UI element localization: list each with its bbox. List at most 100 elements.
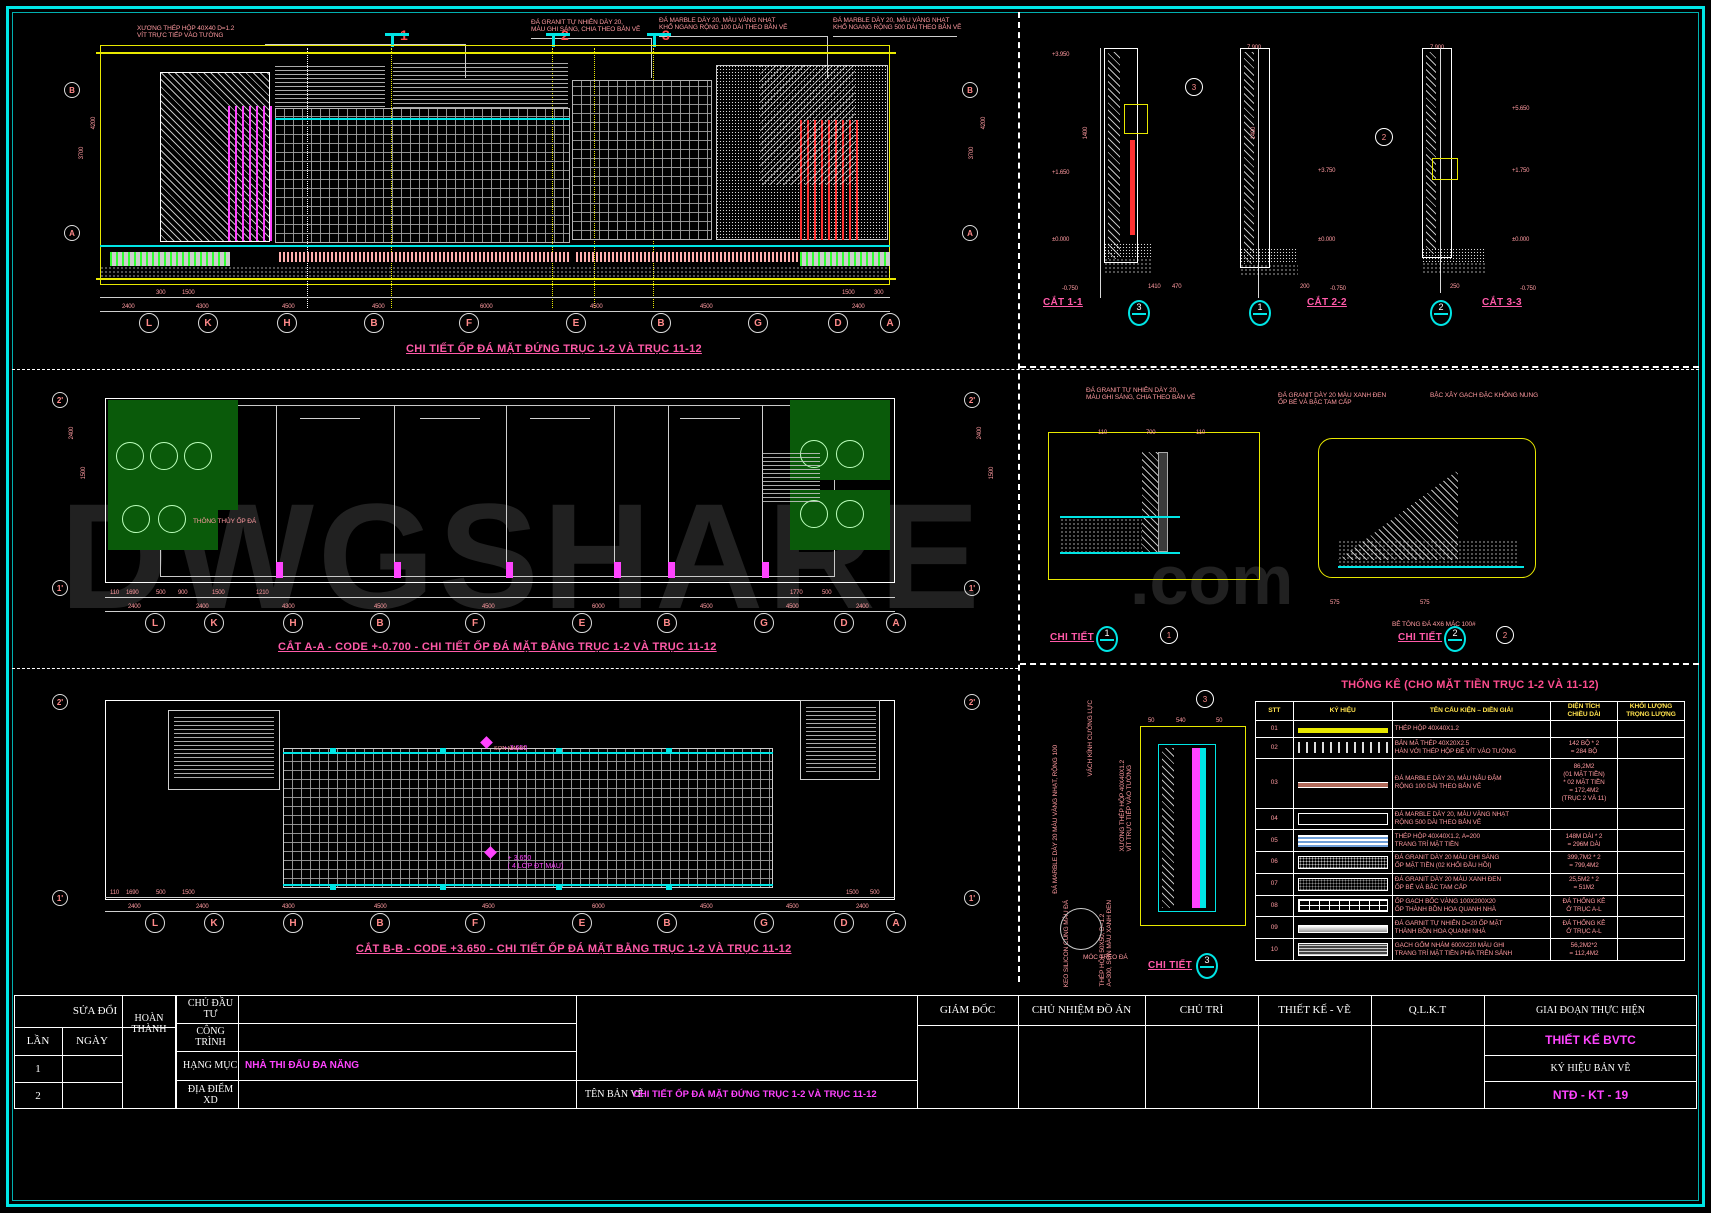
grid-bubble: A	[886, 613, 906, 633]
dim-value: 2400	[128, 904, 141, 910]
shrub-icon	[836, 500, 864, 528]
stair-hatch-left	[174, 716, 274, 778]
stats-cell-name: ỐP GẠCH BỐC VÀNG 100X200X20 ỐP THÀNH BỒN…	[1391, 894, 1551, 918]
stats-cell-area	[1549, 807, 1618, 831]
bubble-number: 3	[1204, 955, 1210, 965]
shrub-icon	[184, 442, 212, 470]
tb-line	[1145, 995, 1146, 1109]
grid-bubble: F	[465, 913, 485, 933]
section-arrow	[385, 33, 409, 36]
grid-bubble: D	[834, 913, 854, 933]
tb-drawing-name-value: CHI TIẾT ỐP ĐÁ MẶT ĐỨNG TRỤC 1-2 VÀ TRỤC…	[633, 1089, 877, 1100]
stair-plan	[762, 452, 820, 502]
grid-bubble: A	[886, 913, 906, 933]
section-level: +3.950	[1052, 52, 1070, 58]
dim-value: 110	[110, 590, 119, 596]
detail-3-note-3: XƯƠNG THÉP HỘP 40X40X1.2 VÍT TRỰC TIẾP V…	[1119, 760, 1133, 852]
stats-cell-symbol	[1292, 938, 1393, 961]
louvre-band	[393, 60, 568, 108]
tb-line	[176, 1080, 576, 1081]
detail-1-stone	[1158, 452, 1168, 552]
sheet-border-inner	[12, 12, 1699, 1201]
footing	[1240, 264, 1298, 276]
steel-blue-icon	[1297, 834, 1388, 847]
dim-value: 2400	[856, 904, 869, 910]
dim-line	[105, 897, 895, 898]
vertical-dim: 4200	[91, 116, 98, 130]
col-name: TÊN CẤU KIỆN – DIỄN GIẢI	[1391, 700, 1551, 722]
plan-bb-title: CẮT B-B - CODE +3.650 - CHI TIẾT ỐP ĐÁ M…	[356, 943, 792, 955]
ground-slab	[100, 266, 890, 278]
tb-revision-header: SỬA ĐỔI	[72, 1005, 118, 1017]
stats-cell-weight	[1616, 894, 1686, 918]
tb-line	[576, 1080, 917, 1081]
stats-cell-name: THÉP HỘP 40X40X1.2, A=200 TRANG TRÍ MẶT …	[1391, 829, 1551, 853]
detail-3-glass	[1200, 748, 1206, 908]
tb-line	[917, 995, 918, 1109]
section-arrow	[653, 33, 656, 47]
elevation-note-3: ĐÁ MARBLE DÀY 20, MÀU VÀNG NHẠT KHỔ NGAN…	[659, 17, 788, 31]
stats-cell-weight	[1616, 758, 1686, 809]
tb-signoff-2: CHỦ TRÌ	[1179, 1004, 1224, 1016]
stats-cell-symbol	[1292, 829, 1393, 853]
dim-value: 6000	[592, 604, 605, 610]
stats-cell-symbol	[1292, 851, 1393, 874]
side-dim: 2400	[977, 426, 984, 440]
dim-line	[105, 911, 895, 912]
tb-hoanthanh: HOÀN THÀNH	[131, 1013, 167, 1035]
grid-bubble: H	[277, 313, 297, 333]
dim-value: 4500	[700, 904, 713, 910]
leader-line	[659, 36, 827, 37]
section-level: -0.750	[1520, 286, 1536, 292]
stats-cell-area	[1549, 720, 1618, 738]
stats-cell-symbol	[1292, 736, 1393, 760]
dim-value: 4500	[590, 304, 603, 310]
section-level: -0.750	[1330, 286, 1346, 292]
ceramic-stripe-icon	[1297, 943, 1388, 957]
section-1-title: CẮT 1-1	[1043, 297, 1083, 308]
grid-bubble: A	[880, 313, 900, 333]
building-outline	[100, 45, 890, 285]
vertical-dim: 3700	[79, 146, 86, 160]
tb-signoff-1: CHỦ NHIỆM ĐỒ ÁN	[1031, 1004, 1132, 1016]
tb-signoff-0: GIÁM ĐỐC	[939, 1004, 996, 1016]
grid-bubble: B	[657, 613, 677, 633]
stats-cell-area: 86,2M2 (01 MẶT TIỀN) * 02 MẶT TIỀN = 172…	[1549, 758, 1618, 809]
section-level: ±0.000	[1318, 237, 1336, 243]
detail-1-title: CHI TIẾT	[1050, 632, 1095, 643]
tb-signoff-3: THIẾT KẾ - VẼ	[1278, 1004, 1351, 1016]
grid-bubble: B	[657, 913, 677, 933]
detail-3-circle-zoom	[1060, 908, 1102, 950]
dim-value: 4500	[282, 304, 295, 310]
tb-line	[1371, 995, 1372, 1109]
roof-node	[440, 884, 446, 890]
side-dim: 1500	[989, 466, 996, 480]
dim-value: 2400	[852, 304, 865, 310]
section-arrow	[552, 33, 555, 47]
stats-cell-stt: 03	[1255, 758, 1294, 809]
vertical-divider	[1018, 12, 1020, 982]
roof-node	[666, 884, 672, 890]
stats-cell-area: 148M DÀI * 2 = 296M DÀI	[1549, 829, 1618, 853]
elevation-note-2: ĐÁ GRANIT TỰ NHIÊN DÀY 20, MÀU GHI SÁNG,…	[531, 19, 641, 33]
stats-cell-name: ĐÁ GRANIT DÀY 20 MÀU GHI SÁNG ỐP MẶT TIỀ…	[1391, 851, 1551, 874]
stats-cell-symbol	[1292, 720, 1393, 738]
tb-rev-2: 2	[35, 1089, 41, 1102]
grid-bubble: G	[754, 613, 774, 633]
tb-line	[14, 1082, 122, 1083]
right-divider-1	[1020, 366, 1699, 368]
tb-drawing-name-label: TÊN BẢN VẼ	[585, 1089, 644, 1100]
leader-line	[827, 36, 828, 78]
grid-bubble: B	[364, 313, 384, 333]
detail-2-title: CHI TIẾT	[1398, 632, 1443, 643]
elevation-note-4: ĐÁ MARBLE DÀY 20, MÀU VÀNG NHẠT KHỔ NGAN…	[833, 17, 962, 31]
section-axis	[1440, 48, 1441, 293]
louvre-band	[275, 65, 385, 107]
tile-course	[279, 252, 569, 262]
bubble-number: 2	[1438, 302, 1444, 312]
tb-line	[176, 1051, 576, 1052]
detail-1-bubble: 1	[1096, 626, 1118, 652]
